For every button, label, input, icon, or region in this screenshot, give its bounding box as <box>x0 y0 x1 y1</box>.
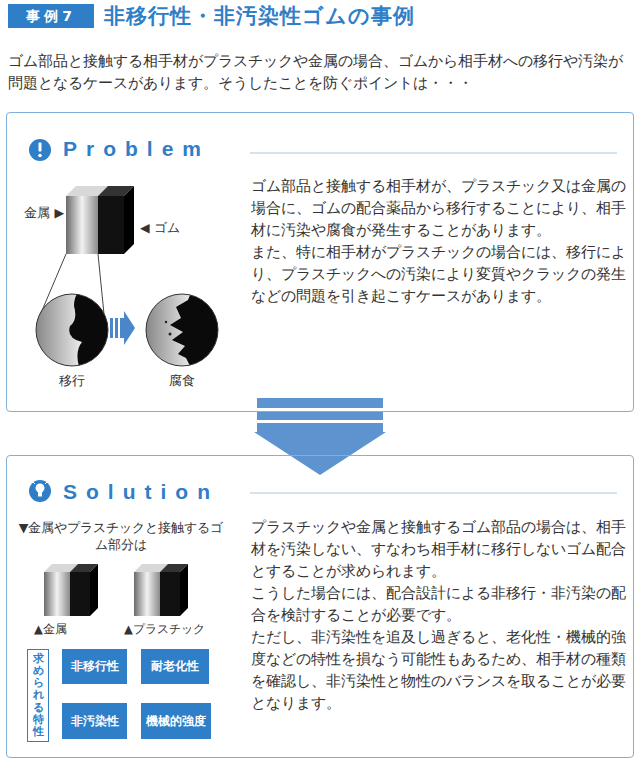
closeup-label: 腐食 <box>157 372 207 390</box>
property-box: 非移行性 <box>62 649 127 684</box>
property-box: 耐老化性 <box>141 649 209 684</box>
vertical-label-box: 求められる特性 <box>27 649 49 742</box>
metal-block <box>44 564 98 616</box>
panel-body: ゴム部品と接触する相手材が、プラスチック又は金属の場合に、ゴムの配合薬品から移行… <box>251 175 626 307</box>
part-label: ▲金属 <box>34 620 94 638</box>
plastic-block <box>134 564 188 616</box>
closeup-label: 移行 <box>47 372 97 390</box>
section-panel: 求められる特性 非移行性 耐老化性非汚染性 機械的強度 Solution プラスチックや金… <box>6 455 634 758</box>
vertical-text: 求められる特性 <box>33 653 44 738</box>
body-text: また、特に相手材がプラスチックの場合には、移行により、プラスチックへの汚染により… <box>251 241 626 307</box>
page-title: 非移行性・非汚染性ゴムの事例 <box>104 2 415 30</box>
property-box: 非汚染性 <box>62 703 127 739</box>
panel-heading: Problem <box>63 137 210 161</box>
body-text: ゴム部品と接触する相手材が、プラスチック又は金属の場合に、ゴムの配合薬品から移行… <box>251 175 626 241</box>
alert-icon <box>29 139 51 161</box>
part-label: ◀ ゴム <box>140 219 200 237</box>
section-note: ▼金属やプラスチックと接触するゴム部分は <box>16 519 226 553</box>
corrosion-closeup <box>140 290 230 370</box>
flow-arrow-shape <box>254 398 386 475</box>
property-text: 非移行性 <box>71 659 119 674</box>
arrow-stripe <box>255 420 385 423</box>
property-text: 耐老化性 <box>151 659 199 674</box>
flow-arrow <box>254 398 386 475</box>
body-text: こうした場合には、配合設計による非移行・非汚染の配合を検討することが必要です。 <box>251 582 626 626</box>
body-text: プラスチックや金属と接触するゴム部品の場合は、相手材を汚染しない、すなわち相手材… <box>251 516 626 582</box>
property-box: 機械的強度 <box>141 703 211 739</box>
arrow-stripe <box>255 408 385 411</box>
heading-rule <box>250 153 617 154</box>
direction-arrow <box>110 311 135 345</box>
heading-rule <box>250 493 617 494</box>
metal-rubber-block <box>66 186 134 254</box>
property-text: 機械的強度 <box>146 714 206 729</box>
section-panel: Problem ゴム部品と接触する相手材が、プラスチック又は金属の場合に、ゴムの配… <box>6 112 634 412</box>
intro-text: ゴム部品と接触する相手材がプラスチックや金属の場合、ゴムから相手材への移行や汚染… <box>8 50 636 94</box>
bulb-icon <box>29 480 51 502</box>
case-badge: 事例7 <box>8 4 94 28</box>
panel-body: プラスチックや金属と接触するゴム部品の場合は、相手材を汚染しない、すなわち相手材… <box>251 516 626 714</box>
part-label: ▲プラスチック <box>124 620 224 638</box>
panel-heading: Solution <box>63 480 219 504</box>
property-text: 非汚染性 <box>71 714 119 729</box>
body-text: ただし、非汚染性を追及し過ぎると、老化性・機械的強度などの特性を損なう可能性もあ… <box>251 626 626 714</box>
part-label: 金属 ▶ <box>4 204 64 222</box>
migration-closeup <box>30 290 120 370</box>
